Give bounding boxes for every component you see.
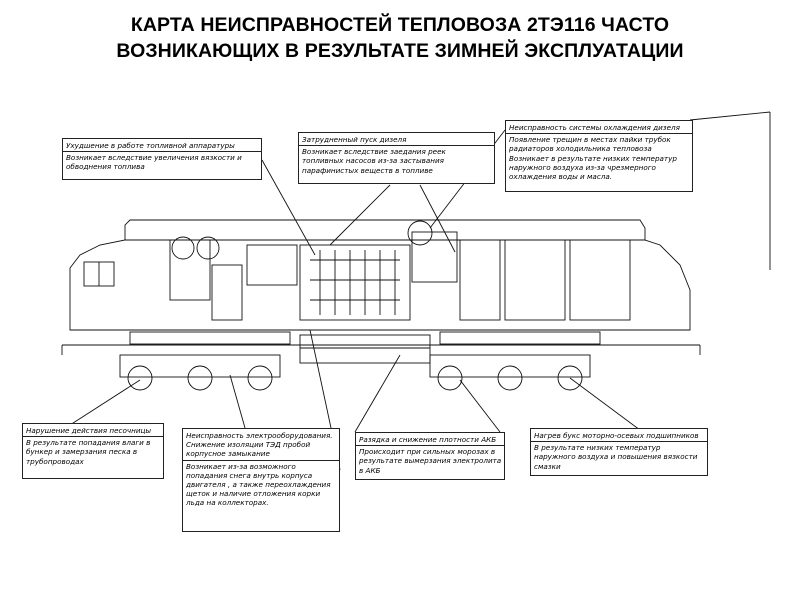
callout-fuel-head: Ухудшение в работе топливной аппаратуры bbox=[63, 141, 261, 153]
callout-fuel-line-1: Возникает вследствие увеличения вязкости… bbox=[66, 153, 242, 163]
callout-electrical-line-1: Возникает из-за возможного bbox=[186, 461, 296, 471]
callout-cooling-head: Неисправность системы охлаждения дизеля bbox=[506, 123, 692, 135]
locomotive-body bbox=[61, 219, 701, 364]
callout-fuel-system: Ухудшение в работе топливной аппаратуры … bbox=[62, 138, 262, 180]
callout-cooling-line-1: Появление трещин в местах пайки трубок bbox=[509, 135, 671, 145]
callout-cooling-line-4: наружного воздуха из-за чрезмерного bbox=[509, 162, 656, 172]
callout-battery: Разядка и снижение плотности АКБ Происхо… bbox=[355, 432, 505, 480]
callout-electrical-sub-2: корпусное замыкание bbox=[183, 449, 339, 461]
callout-sander-line-1: В результате попадания влаги в bbox=[26, 438, 151, 448]
callout-bearing-line-1: В результате низких температур bbox=[534, 443, 661, 453]
callout-start-line-3: парафинистых веществ в топливе bbox=[302, 165, 433, 175]
callout-start-head: Затрудненный пуск дизеля bbox=[299, 135, 494, 147]
callout-electrical-line-2: попадания снега внутрь корпуса bbox=[186, 470, 313, 480]
page-title: КАРТА НЕИСПРАВНОСТЕЙ ТЕПЛОВОЗА 2ТЭ116 ЧА… bbox=[0, 12, 800, 64]
callout-cooling-system: Неисправность системы охлаждения дизеля … bbox=[505, 120, 693, 192]
callout-battery-line-1: Происходит при сильных морозах в bbox=[359, 447, 496, 457]
callout-cooling-line-3: Возникает в результате низких температур bbox=[509, 153, 677, 163]
callout-bearing-line-2: наружного воздуха и повышения вязкости bbox=[534, 452, 698, 462]
rear-bogie bbox=[429, 354, 591, 391]
callout-battery-line-3: в АКБ bbox=[359, 465, 381, 475]
callout-bearing-line-3: смазки bbox=[534, 461, 561, 471]
callout-sander-line-3: трубопроводах bbox=[26, 456, 84, 466]
callout-electrical-line-5: льда на коллекторах. bbox=[186, 498, 269, 508]
leader-lines bbox=[69, 111, 771, 471]
callout-start-line-1: Возникает вследствие заедания реек bbox=[302, 147, 446, 157]
callout-electrical-line-4: щеток и наличие отложения корки bbox=[186, 489, 321, 499]
callout-start-line-2: топливных насосов из-за застывания bbox=[302, 156, 444, 166]
callout-electrical-line-3: двигателя , а также переохлаждения bbox=[186, 480, 331, 490]
title-line-1: КАРТА НЕИСПРАВНОСТЕЙ ТЕПЛОВОЗА 2ТЭ116 ЧА… bbox=[130, 14, 670, 36]
callout-electrical-sub-1: Снижение изоляции ТЭД пробой bbox=[186, 440, 311, 450]
callout-electrical: Неисправность электрооборудования. Сниже… bbox=[182, 428, 340, 532]
callout-fuel-line-2: обводнения топлива bbox=[66, 162, 145, 172]
callout-battery-head: Разядка и снижение плотности АКБ bbox=[356, 435, 504, 447]
callout-electrical-head: Неисправность электрооборудования. bbox=[186, 431, 333, 440]
front-bogie bbox=[119, 354, 281, 391]
callout-battery-line-2: результате вымерзания электролита bbox=[359, 456, 502, 466]
callout-cooling-line-5: охлаждения воды и масла. bbox=[509, 172, 613, 182]
callout-sander: Нарушение действия песочницы В результат… bbox=[22, 423, 164, 479]
callout-sander-head: Нарушение действия песочницы bbox=[23, 426, 163, 438]
callout-cooling-line-2: радиаторов холодильника тепловоза bbox=[509, 144, 652, 154]
callout-sander-line-2: бункер и замерзания песка в bbox=[26, 447, 138, 457]
title-line-2: ВОЗНИКАЮЩИХ В РЕЗУЛЬТАТЕ ЗИМНЕЙ ЭКСПЛУАТ… bbox=[116, 40, 684, 62]
callout-difficult-start: Затрудненный пуск дизеля Возникает вслед… bbox=[298, 132, 495, 184]
callout-bearing-head: Нагрев букс моторно-осевых подшипников bbox=[531, 431, 707, 443]
callout-axle-bearings: Нагрев букс моторно-осевых подшипников В… bbox=[530, 428, 708, 476]
